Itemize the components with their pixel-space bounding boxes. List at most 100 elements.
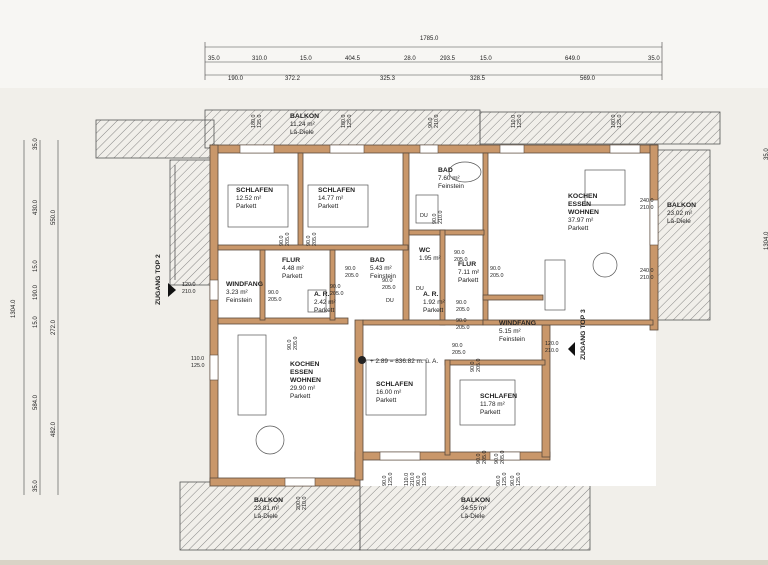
room-floor: Parkett xyxy=(282,273,302,280)
door-width-label: 120.0 xyxy=(545,341,559,347)
door-height-label: 205.0 xyxy=(268,297,282,303)
room-floor: Feinstein xyxy=(499,336,525,343)
room-name: WINDFANG xyxy=(499,320,536,327)
door-height-label: 125.0 xyxy=(388,473,394,487)
door-height-label: 125.0 xyxy=(516,473,522,487)
door-width-label: 180.0 xyxy=(341,115,347,129)
dimension-value: 649.0 xyxy=(565,56,581,62)
dimension-value: 15.0 xyxy=(480,56,492,62)
room-floor: Feinstein xyxy=(226,297,252,304)
left-dimension-lines xyxy=(23,140,59,495)
top-dimension-lines xyxy=(204,42,663,80)
door-width-label: 90.0 xyxy=(476,454,482,465)
dimension-value: 328.5 xyxy=(470,76,486,82)
door-width-label: 90.0 xyxy=(494,454,500,465)
dimension-value: 35.0 xyxy=(764,148,768,160)
entrance-arrow-icon xyxy=(168,283,176,297)
door-height-label: 125.0 xyxy=(422,473,428,487)
door-width-label: 90.0 xyxy=(268,290,279,296)
door-width-label: 240.0 xyxy=(640,198,654,204)
door-height-label: 205.0 xyxy=(285,233,291,247)
dimension-value: 569.0 xyxy=(580,76,596,82)
room-floor: Feinstein xyxy=(370,273,396,280)
room-area: 1.95 m² xyxy=(419,255,441,262)
door-width-label: 90.0 xyxy=(330,284,341,290)
room-area: 29.90 m² xyxy=(290,385,315,392)
dimension-value: 35.0 xyxy=(33,138,39,150)
door-width-label: 90.0 xyxy=(416,476,422,487)
door-width-label: 90.0 xyxy=(428,118,434,129)
door-width-label: 90.0 xyxy=(345,266,356,272)
room-name: BALKON xyxy=(254,497,283,504)
door-width-label: 90.0 xyxy=(456,300,467,306)
door-width-label: 90.0 xyxy=(382,278,393,284)
room-area: 12.52 m² xyxy=(236,195,261,202)
dimension-value: 1304.0 xyxy=(764,231,768,250)
room-floor: Lä-Diele xyxy=(254,513,278,520)
room-area: 3.23 m² xyxy=(226,289,248,296)
door-height-label: 205.0 xyxy=(345,273,359,279)
dimension-value: 35.0 xyxy=(208,56,220,62)
door-width-label: 90.0 xyxy=(287,340,293,351)
room-area: 23.81 m² xyxy=(254,505,279,512)
room-name: SCHLAFEN xyxy=(318,187,355,194)
door-height-label: 205.0 xyxy=(312,233,318,247)
dimension-value: 310.0 xyxy=(252,56,268,62)
room-name: BALKON xyxy=(461,497,490,504)
door-height-label: 205.0 xyxy=(454,257,468,263)
door-height-label: 210.0 xyxy=(640,205,654,211)
dimension-value: 430.0 xyxy=(33,199,39,215)
door-height-label: 205.0 xyxy=(382,285,396,291)
room-name: ESSEN xyxy=(568,201,591,208)
door-height-label: 210.0 xyxy=(410,473,416,487)
room-name: ESSEN xyxy=(290,369,313,376)
furniture xyxy=(227,161,626,455)
door-height-label: 125.0 xyxy=(617,115,623,129)
room-area: 2.42 m² xyxy=(314,299,336,306)
du-label: DU xyxy=(416,286,424,292)
room-floor: Parkett xyxy=(376,397,396,404)
room-area: 11.78 m² xyxy=(480,401,505,408)
room-name: A. R. xyxy=(423,291,439,298)
room-floor: Lä-Diele xyxy=(290,129,314,136)
room-name: KOCHEN xyxy=(568,193,598,200)
dimension-value: 272.0 xyxy=(51,319,57,335)
door-width-label: 90.0 xyxy=(456,318,467,324)
entrance-arrow-icon xyxy=(568,342,575,356)
door-width-label: 90.0 xyxy=(452,343,463,349)
dimension-value: 190.0 xyxy=(33,284,39,300)
dimension-value: 293.5 xyxy=(440,56,456,62)
door-width-label: 110.0 xyxy=(404,473,410,486)
dimension-value: 35.0 xyxy=(648,56,660,62)
dimension-value: 28.0 xyxy=(404,56,416,62)
door-height-label: 210.0 xyxy=(182,289,196,295)
door-height-label: 205.0 xyxy=(500,451,506,465)
room-floor: Lä-Diele xyxy=(667,218,691,225)
room-floor: Parkett xyxy=(314,307,334,314)
room-area: 5.15 m² xyxy=(499,328,521,335)
room-floor: Parkett xyxy=(568,225,588,232)
door-width-label: 90.0 xyxy=(432,214,438,225)
dimension-total: 1785.0 xyxy=(420,36,439,42)
room-area: 37.97 m² xyxy=(568,217,593,224)
room-floor: Feinstein xyxy=(438,183,464,190)
room-name: WOHNEN xyxy=(290,377,321,384)
room-name: KOCHEN xyxy=(290,361,320,368)
door-height-label: 125.0 xyxy=(517,115,523,129)
door-height-label: 210.0 xyxy=(438,211,444,225)
door-height-label: 205.0 xyxy=(482,451,488,465)
dimension-value: 550.0 xyxy=(51,209,57,225)
door-height-label: 125.0 xyxy=(191,363,205,369)
door-height-label: 125.0 xyxy=(502,473,508,487)
entrance-label-top3: ZUGANG TOP 3 xyxy=(580,309,587,360)
dimension-value: 404.5 xyxy=(345,56,361,62)
door-width-label: 90.0 xyxy=(454,250,465,256)
door-width-label: 90.0 xyxy=(496,476,502,487)
door-height-label: 205.0 xyxy=(476,359,482,373)
door-height-label: 205.0 xyxy=(456,307,470,313)
door-width-label: 90.0 xyxy=(510,476,516,487)
paper-top xyxy=(0,0,768,88)
room-name: WOHNEN xyxy=(568,209,599,216)
